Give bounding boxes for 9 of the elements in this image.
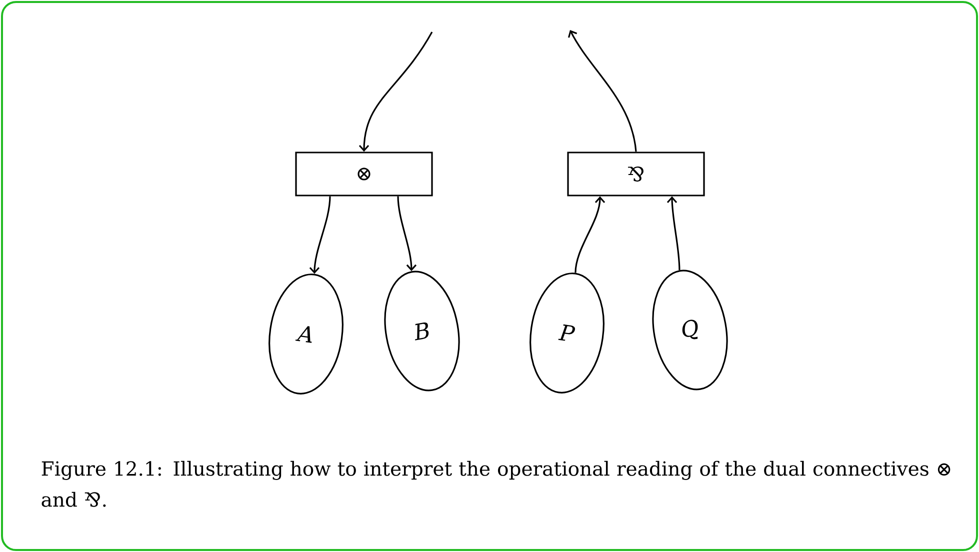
caption: Figure 12.1: Illustrating how to interpret the operational reading of the dual connectives ⊗ and ⅋. (42, 460, 950, 507)
arrow (666, 196, 680, 270)
arrow (358, 32, 433, 152)
arrow (568, 30, 637, 152)
arrow (574, 196, 606, 273)
arrow (397, 196, 417, 272)
operator-box: ⅋ (567, 152, 705, 196)
operator-box: ⊗ (295, 152, 433, 196)
arrow (309, 196, 331, 274)
